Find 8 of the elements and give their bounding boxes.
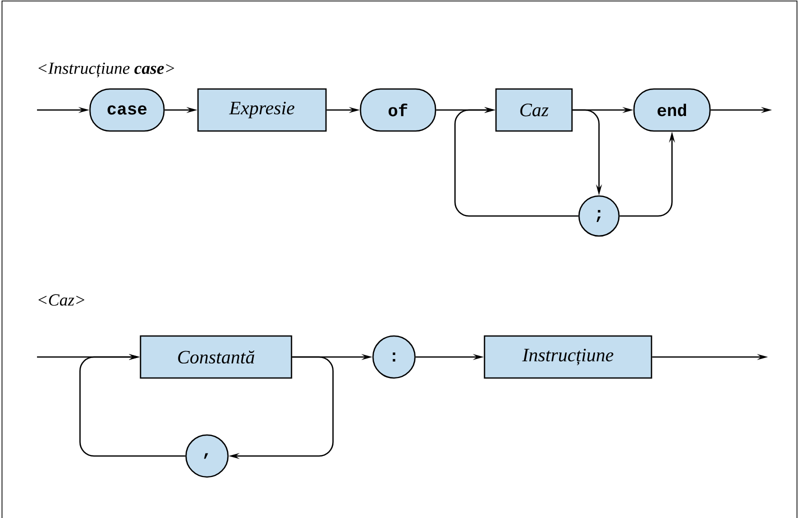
nonterminal-box: Instrucțiune — [484, 335, 652, 379]
nonterminal-box: Caz — [495, 88, 573, 132]
nonterminal-box: Constantă — [140, 335, 292, 379]
nonterminal-box: Expresie — [197, 88, 327, 132]
arrow — [454, 106, 578, 217]
arrow — [79, 354, 186, 457]
heading: <Instrucțiune case> — [38, 62, 174, 78]
heading: <Caz> — [38, 294, 84, 306]
